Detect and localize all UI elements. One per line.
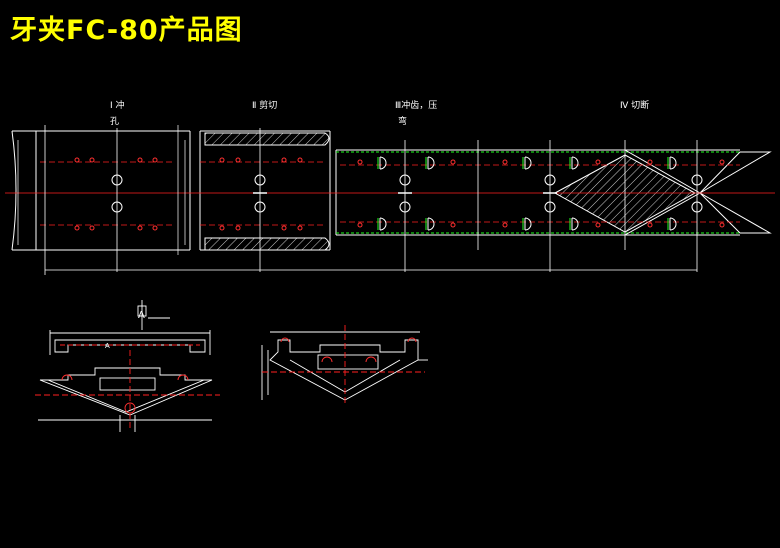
pierce-holes [74,157,725,231]
part-view-left [35,300,220,432]
station-lines [44,125,698,275]
station-3-label-line2: 弯 [398,115,407,127]
bend-lines [336,151,745,234]
drawing-title: 牙夹FC-80产品图 [10,15,243,46]
station-1-label: Ⅰ 冲 [110,99,125,111]
station-4-label: Ⅳ 切断 [620,99,649,111]
station-3-label: Ⅲ冲齿，压 [395,99,437,111]
section-marker-a: A [138,310,145,321]
part-view-right [261,325,428,405]
shear-hatch-areas [204,132,330,251]
strip-layout: Ⅰ 冲 孔 Ⅱ 剪切 Ⅲ冲齿，压 弯 Ⅳ 切断 [5,99,775,275]
station-2-label: Ⅱ 剪切 [252,99,277,111]
centerlines [5,161,775,226]
section-marker-a-lower: A [105,342,110,350]
teeth-accents [377,157,669,230]
teeth-features [379,156,677,231]
pitch-dimension-line [17,125,697,271]
station-1-label-line2: 孔 [110,116,119,127]
center-holes [111,174,703,213]
